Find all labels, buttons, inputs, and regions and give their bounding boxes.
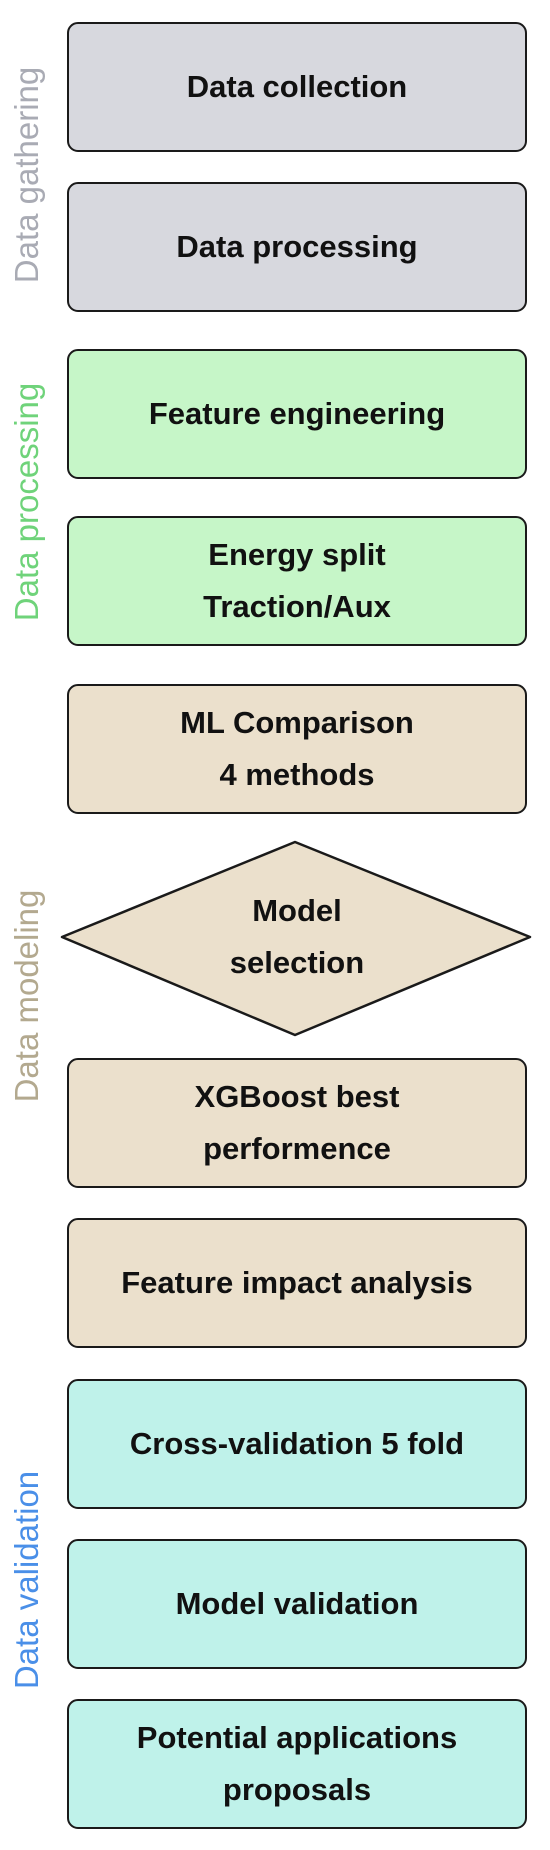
step-model-selection: Model selection	[167, 885, 427, 989]
step-ml-comparison: ML Comparison 4 methods	[67, 684, 527, 814]
step-feature-impact: Feature impact analysis	[67, 1218, 527, 1348]
step-label-line1: Energy split	[208, 537, 386, 572]
step-label: Model validation	[175, 1586, 419, 1621]
step-label-line1: ML Comparison	[180, 705, 414, 740]
step-label-line1: Model	[252, 893, 342, 928]
step-label: Cross-validation 5 fold	[129, 1426, 465, 1461]
step-label: Data processing	[176, 229, 418, 264]
step-potential-applications: Potential applications proposals	[67, 1699, 527, 1829]
step-data-collection: Data collection	[67, 22, 527, 152]
step-label-line2: 4 methods	[219, 757, 375, 792]
group-label-data-processing: Data processing	[8, 382, 45, 622]
step-label-line2: performence	[203, 1131, 391, 1166]
step-label: Feature impact analysis	[121, 1265, 473, 1300]
step-feature-engineering: Feature engineering	[67, 349, 527, 479]
step-label-line2: proposals	[222, 1772, 372, 1807]
group-label-data-validation: Data validation	[8, 1470, 45, 1690]
step-label: Feature engineering	[148, 396, 446, 431]
step-label-line1: XGBoost best	[194, 1079, 400, 1114]
step-cross-validation: Cross-validation 5 fold	[67, 1379, 527, 1509]
group-label-data-gathering: Data gathering	[8, 66, 45, 284]
step-label-line2: selection	[229, 945, 365, 980]
step-xgboost: XGBoost best performence	[67, 1058, 527, 1188]
step-label-line2: Traction/Aux	[203, 589, 391, 624]
step-data-processing: Data processing	[67, 182, 527, 312]
step-label: Data collection	[186, 69, 408, 104]
group-label-data-modeling: Data modeling	[8, 889, 45, 1103]
step-label-line1: Potential applications	[136, 1720, 458, 1755]
step-model-validation: Model validation	[67, 1539, 527, 1669]
step-energy-split: Energy split Traction/Aux	[67, 516, 527, 646]
